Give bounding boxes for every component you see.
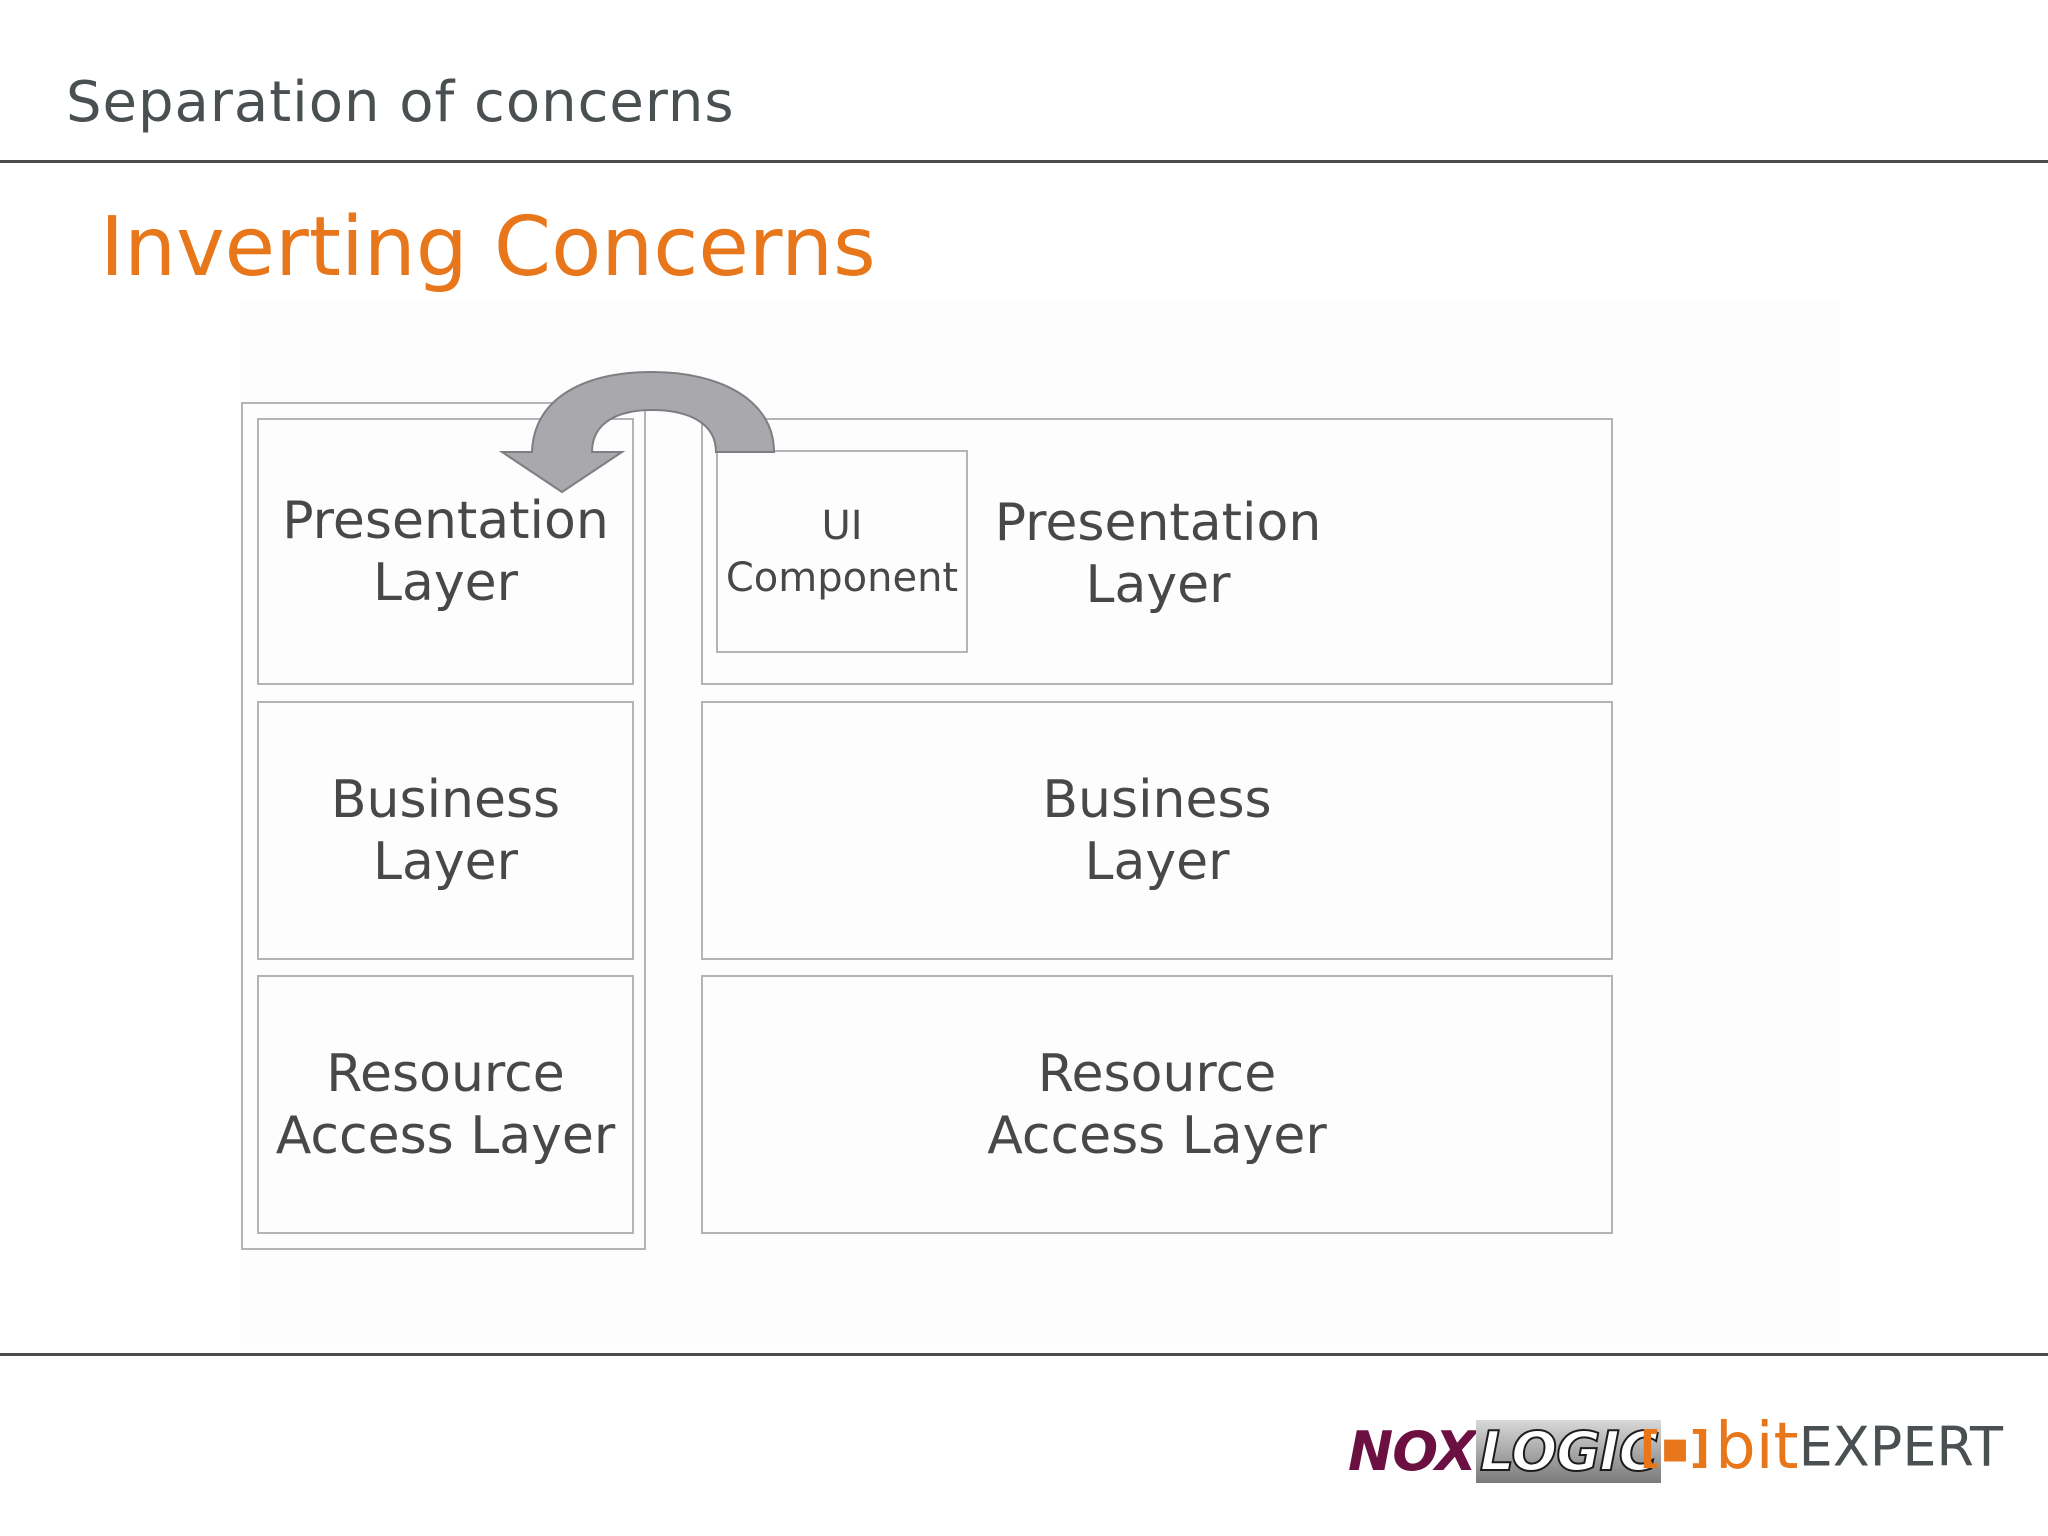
- slide-header-title: Separation of concerns: [66, 70, 735, 135]
- left-presentation-layer: Presentation Layer: [257, 418, 634, 685]
- bitexpert-logo-part1: bit: [1715, 1410, 1799, 1484]
- header-divider: [0, 160, 2048, 163]
- noxlogic-logo: NOXLOGIC: [1348, 1419, 1662, 1484]
- ui-component-box: UI Component: [716, 450, 968, 653]
- right-business-layer: Business Layer: [701, 701, 1613, 960]
- left-resource-label: Resource Access Layer: [275, 1043, 616, 1166]
- left-business-label: Business Layer: [330, 769, 561, 892]
- left-presentation-label: Presentation Layer: [282, 490, 609, 613]
- right-resource-access-layer: Resource Access Layer: [701, 975, 1613, 1234]
- bitexpert-bracket-icon: [▪]: [1640, 1421, 1711, 1473]
- right-resource-label: Resource Access Layer: [987, 1043, 1327, 1166]
- slide-subtitle: Inverting Concerns: [100, 200, 876, 295]
- right-business-label: Business Layer: [1042, 769, 1272, 892]
- left-business-layer: Business Layer: [257, 701, 634, 960]
- footer-divider: [0, 1353, 2048, 1356]
- bitexpert-logo: [▪] bitEXPERT: [1640, 1410, 2003, 1484]
- bitexpert-logo-part2: EXPERT: [1798, 1415, 2004, 1479]
- right-presentation-label: Presentation Layer: [968, 492, 1348, 616]
- ui-component-label: UI Component: [725, 502, 959, 601]
- left-resource-access-layer: Resource Access Layer: [257, 975, 634, 1234]
- noxlogic-logo-part1: NOX: [1348, 1420, 1477, 1483]
- noxlogic-logo-part2: LOGIC: [1475, 1419, 1662, 1484]
- right-presentation-label-text: Presentation Layer: [994, 493, 1322, 615]
